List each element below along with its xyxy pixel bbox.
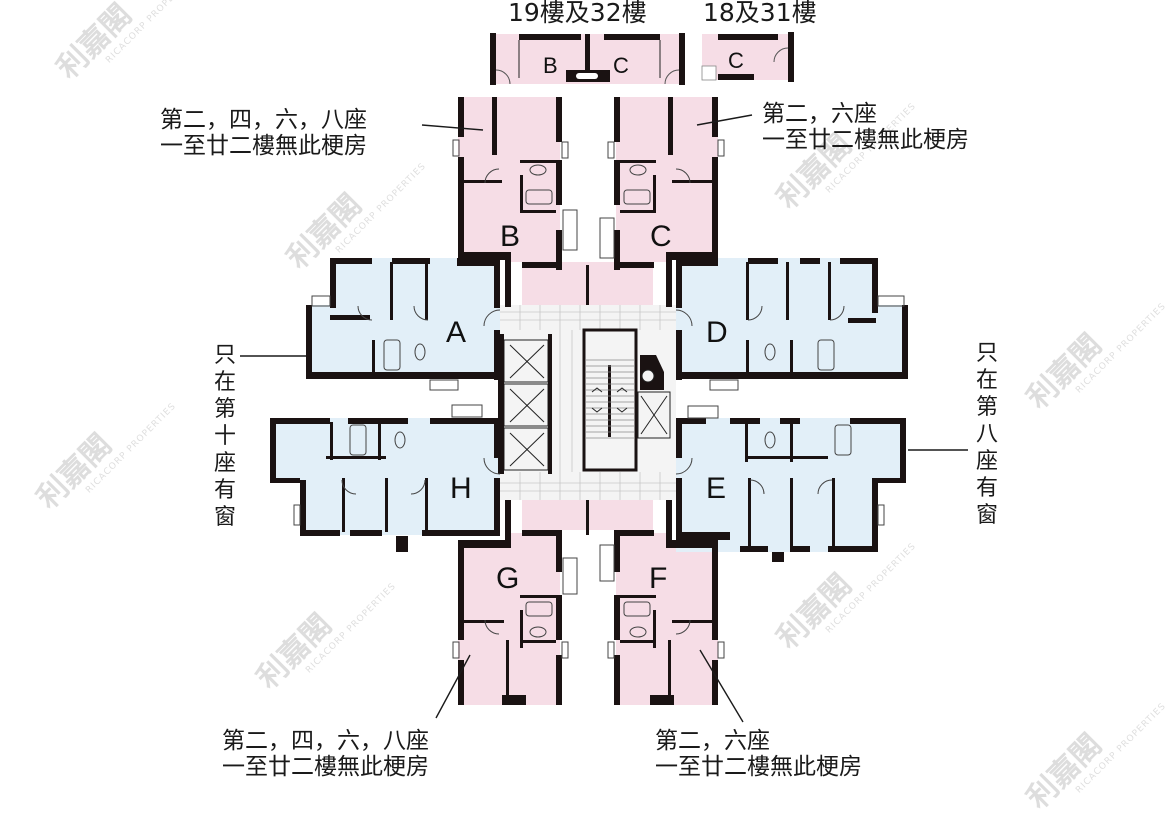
note-line: 第二，六座 [655, 728, 770, 754]
note-right-vertical: 只在 第八 座有 窗 [975, 341, 998, 528]
inset-unit-c: C [613, 53, 629, 78]
inset-18-31: C [701, 32, 794, 82]
inset-unit-b: B [543, 53, 558, 78]
unit-label-b: B [500, 220, 520, 253]
note-line: 一至廿二樓無此梗房 [762, 127, 969, 153]
corridor-tiles [500, 305, 676, 500]
inset-title-18-31: 18及31樓 [703, 0, 817, 27]
note-bottom-left: 第二，四，六，八座 一至廿二樓無此梗房 [222, 728, 429, 780]
unit-label-a: A [446, 316, 466, 349]
leader-lines [240, 114, 968, 723]
unit-label-h: H [450, 472, 472, 505]
unit-label-f: F [649, 562, 667, 595]
note-left-vertical: 只在 第十 座有 窗 [213, 343, 236, 530]
note-line: 一至廿二樓無此梗房 [222, 754, 429, 780]
note-bottom-right: 第二，六座 一至廿二樓無此梗房 [655, 728, 862, 780]
unit-label-e: E [706, 472, 726, 505]
fixtures [293, 139, 905, 659]
floor-plan: B C C [240, 32, 968, 723]
walls [270, 97, 908, 705]
inset-19-32: B C [490, 33, 685, 85]
note-line: 第二，四，六，八座 [222, 728, 429, 754]
unit-label-d: D [706, 316, 728, 349]
unit-label-c: C [650, 220, 672, 253]
inset-unit-c2: C [728, 48, 744, 73]
note-line: 第二，四，六，八座 [160, 107, 367, 133]
note-line: 第二，六座 [762, 101, 877, 127]
note-line: 一至廿二樓無此梗房 [160, 133, 367, 159]
note-top-left: 第二，四，六，八座 一至廿二樓無此梗房 [160, 107, 367, 159]
staircase [582, 328, 638, 472]
note-line: 一至廿二樓無此梗房 [655, 754, 862, 780]
lift-shafts [503, 339, 671, 471]
unit-label-g: G [496, 562, 519, 595]
note-top-right: 第二，六座 一至廿二樓無此梗房 [762, 101, 969, 153]
inset-title-19-32: 19樓及32樓 [508, 0, 647, 27]
